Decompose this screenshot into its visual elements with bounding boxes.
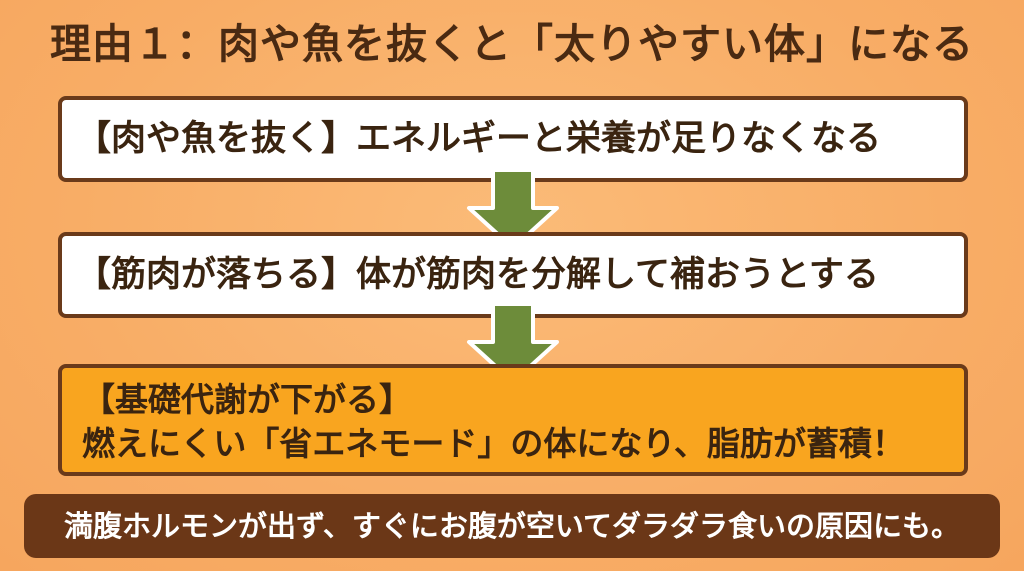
step-box-1: 【肉や魚を抜く】エネルギーと栄養が足りなくなる xyxy=(58,96,968,182)
step-box-3-highlight: 【基礎代謝が下がる】 燃えにくい「省エネモード」の体になり、脂肪が蓄積！ xyxy=(58,364,968,476)
page-title: 理由１：肉や魚を抜くと「太りやすい体」になる xyxy=(50,20,974,68)
step-3-heading: 【基礎代謝が下がる】 xyxy=(82,380,412,419)
down-arrow-icon xyxy=(467,170,559,250)
step-2-text: 【筋肉が落ちる】体が筋肉を分解して補おうとする xyxy=(76,255,879,295)
down-arrow-icon xyxy=(467,304,559,384)
step-1-text: 【肉や魚を抜く】エネルギーと栄養が足りなくなる xyxy=(76,119,882,159)
footer-note: 満腹ホルモンが出ず、すぐにお腹が空いてダラダラ食いの原因にも。 xyxy=(24,494,1000,558)
step-3-text: 燃えにくい「省エネモード」の体になり、脂肪が蓄積！ xyxy=(82,424,906,463)
